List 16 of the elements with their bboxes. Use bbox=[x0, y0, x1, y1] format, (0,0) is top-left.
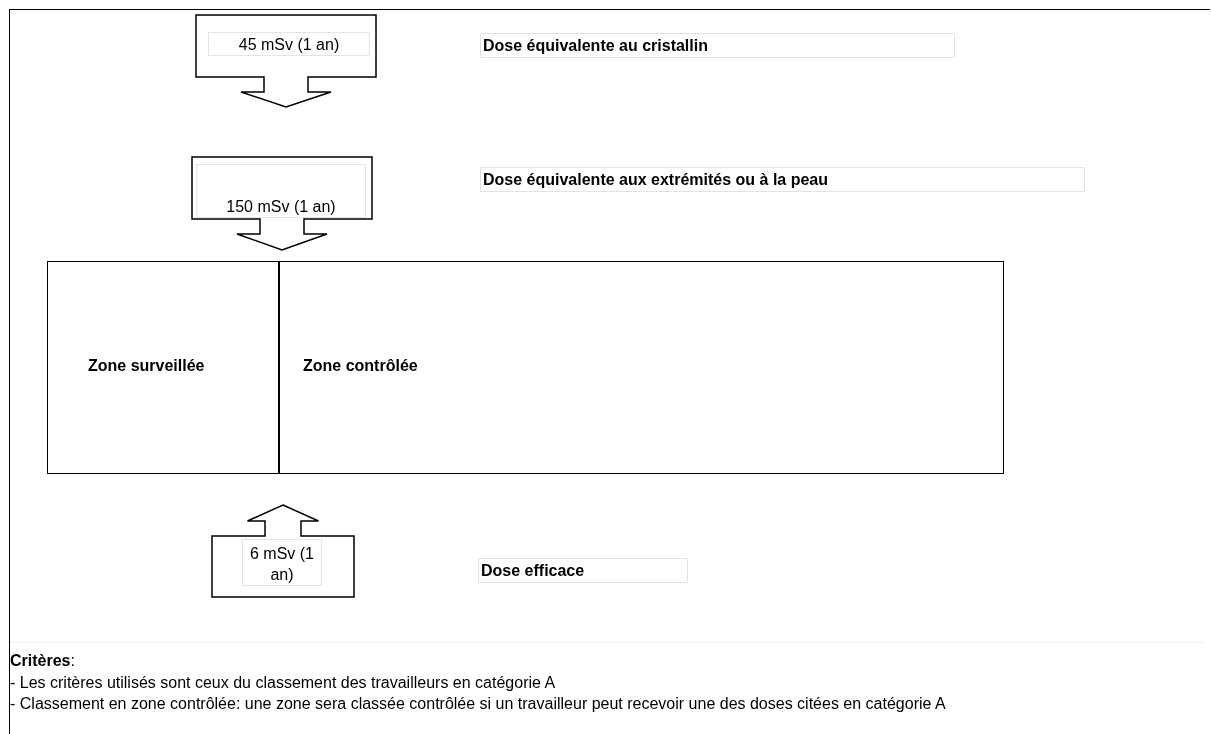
zone-box bbox=[278, 261, 1004, 474]
value-label: 45 mSv (1 an) bbox=[208, 32, 370, 56]
dose-label: Dose équivalente aux extrémités ou à la peau bbox=[480, 167, 1085, 192]
dose-label: Dose équivalente au cristallin bbox=[480, 33, 955, 58]
criteria-item: - Les critères utilisés sont ceux du classement des travailleurs en catégorie A bbox=[10, 674, 556, 692]
callout-arrow bbox=[195, 14, 377, 108]
zone-label: Zone contrôlée bbox=[303, 357, 418, 375]
value-label: 150 mSv (1 an) bbox=[196, 164, 366, 218]
criteria-item: - Classement en zone contrôlée: une zone sera classée contrôlée si un travailleur peut recevoir une des doses citées en catégorie A bbox=[10, 695, 946, 713]
callout-arrow bbox=[211, 504, 355, 598]
callout-arrow bbox=[191, 156, 373, 251]
value-label: 6 mSv (1 an) bbox=[242, 539, 322, 586]
zone-box bbox=[47, 261, 280, 474]
zone-label: Zone surveillée bbox=[88, 357, 205, 375]
dose-label: Dose efficace bbox=[478, 558, 688, 583]
criteria-heading: Critères: bbox=[10, 652, 75, 670]
